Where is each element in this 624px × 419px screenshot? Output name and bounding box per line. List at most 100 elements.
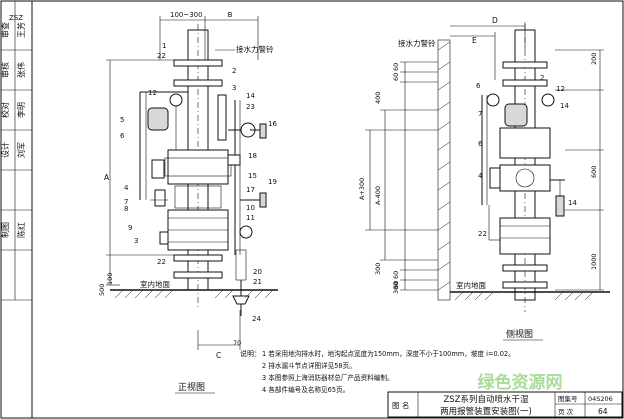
side-valve-14: [555, 195, 565, 217]
strip-cell-7: 设计: [0, 142, 10, 158]
callout-6-top: 6: [120, 132, 125, 140]
side-valve-upper: [499, 127, 551, 159]
strip-cell-4: 张伟: [16, 62, 26, 78]
callout-18: 18: [248, 152, 257, 160]
title-line-1: ZSZ系列自动喷水干湿: [443, 394, 529, 405]
strip-cell-10: 陈红: [16, 222, 26, 238]
callout-17: 17: [246, 186, 255, 194]
side-callout-2: 2: [540, 74, 544, 82]
note-1: 1 若采用地沟排水时，地沟起点宽度为150mm，深度不小于100mm，坡度 i=…: [262, 349, 515, 358]
side-callout-4: 4: [478, 172, 483, 180]
callout-1: 1: [162, 42, 166, 50]
callout-22-bottom: 22: [157, 258, 166, 266]
dim-a: A: [104, 173, 110, 182]
strip-cell-1: 审查: [0, 22, 10, 38]
dim-side-300: 300: [374, 263, 382, 275]
wall: [437, 39, 451, 301]
dim-side-60a: 60: [392, 63, 400, 71]
title-block: 图 名 ZSZ系列自动喷水干湿 两用报警装置安装图(一) 图集号 04S206 …: [387, 391, 623, 418]
callout-15: 15: [248, 172, 257, 180]
callout-14: 14: [246, 92, 255, 100]
atlas-no-label: 图集号: [558, 394, 578, 403]
note-2: 2 排水漏斗节点详图详见58页。: [262, 361, 356, 370]
front-view: 100~300 B: [98, 11, 278, 394]
callout-20: 20: [253, 268, 262, 276]
side-callout-14: 14: [568, 199, 577, 207]
dim-side-600: 600: [590, 166, 598, 178]
label-floor-side: 室内地面: [456, 280, 486, 290]
side-callout-12: 12: [556, 85, 565, 93]
callout-11: 11: [246, 214, 255, 222]
note-4: 4 各部件编号及名称见65页。: [262, 385, 349, 394]
callout-3-bottom: 3: [134, 237, 138, 245]
callout-10: 10: [246, 204, 255, 212]
side-callout-6-top: 6: [476, 82, 481, 90]
dim-70: 70: [233, 339, 241, 347]
dim-side-300b: 300: [392, 282, 400, 294]
side-pressure-gauge: [541, 93, 555, 107]
callout-22-top: 22: [157, 52, 166, 60]
strip-cell-2: 王芳: [16, 22, 26, 38]
dim-side-60b: 60: [392, 73, 400, 81]
strip-cell-8: 刘军: [16, 142, 26, 158]
strip-corner-mark: ZSZ: [9, 14, 23, 22]
side-callout-7: 7: [478, 110, 482, 118]
dim-side-a300: A+300: [358, 178, 366, 200]
label-floor-front: 室内地面: [140, 279, 170, 289]
callout-2: 2: [232, 67, 236, 75]
callout-7: 7: [124, 198, 128, 206]
callout-12: 12: [148, 89, 157, 97]
dim-side-60c: 60: [392, 271, 400, 279]
dim-side-400: 400: [374, 92, 382, 104]
accelerator-tank: [147, 107, 169, 131]
side-view-title: 侧视图: [506, 328, 533, 340]
callout-4: 4: [124, 184, 129, 192]
side-view: D E 接水力警铃: [358, 16, 610, 341]
title-line-2: 两用报警装置安装图(一): [440, 406, 532, 417]
strip-cell-9: 制图: [0, 222, 10, 238]
callout-9: 9: [128, 224, 132, 232]
callout-19: 19: [268, 178, 277, 186]
side-accelerator: [504, 103, 528, 127]
dim-c: C: [216, 351, 221, 360]
callout-5: 5: [120, 116, 124, 124]
callout-23: 23: [246, 103, 255, 111]
valve-handwheel-16: [259, 123, 267, 139]
atlas-no: 04S206: [588, 395, 613, 403]
note-3: 3 本图参照上海消防器材总厂产品资料编制。: [262, 373, 394, 382]
label-alarm-bell: 接水力警铃: [236, 44, 274, 54]
callout-24: 24: [252, 315, 261, 323]
callout-8: 8: [124, 205, 128, 213]
dim-e: E: [472, 36, 477, 45]
watermark: 绿色资源网: [478, 372, 563, 393]
notes-heading: 说明：: [240, 349, 261, 358]
signature-strip: 审查 王芳 审核 张伟 校对 李明 设计 刘军 制图 陈红 ZSZ: [0, 0, 33, 419]
dim-b: B: [228, 11, 233, 19]
strip-cell-6: 李明: [16, 102, 26, 118]
callout-3-top: 3: [232, 84, 236, 92]
dim-side-60d: 60: [392, 281, 400, 289]
drain-funnel: [232, 295, 250, 305]
callout-16: 16: [268, 120, 277, 128]
side-callout-6: 6: [478, 140, 483, 148]
valve-handwheel-19: [259, 192, 267, 208]
side-callout-22: 22: [478, 230, 487, 238]
alarm-valve-upper: [167, 149, 229, 185]
callout-21: 21: [253, 278, 262, 286]
page-no: 64: [598, 407, 608, 416]
title-tu-ming: 图 名: [392, 400, 409, 410]
side-valve-lower: [499, 217, 551, 255]
side-callout-14-top: 14: [560, 102, 569, 110]
page-label: 页 次: [558, 407, 574, 416]
dim-side-a400: A-400: [374, 186, 382, 205]
front-view-title: 正视图: [178, 381, 205, 393]
dim-100: 100: [106, 273, 114, 285]
dim-side-1000: 1000: [590, 253, 598, 270]
notes: 说明： 1 若采用地沟排水时，地沟起点宽度为150mm，深度不小于100mm，坡…: [240, 349, 515, 394]
dim-side-200: 200: [590, 53, 598, 65]
dim-top: 100~300: [170, 11, 203, 19]
pressure-gauge-left: [169, 93, 183, 107]
flange-top: [173, 59, 223, 67]
label-alarm-bell-side: 接水力警铃: [398, 38, 436, 48]
